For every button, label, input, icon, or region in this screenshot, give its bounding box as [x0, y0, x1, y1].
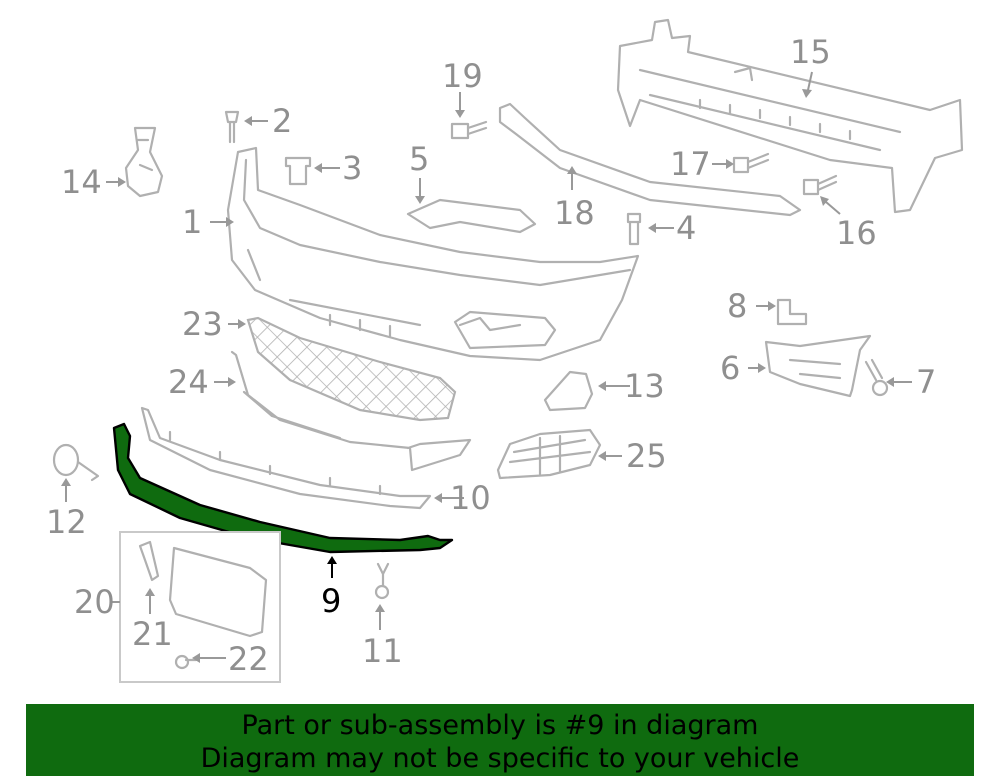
callout-5: 5	[409, 140, 429, 178]
part-7-bolt[interactable]	[864, 358, 889, 397]
callout-22: 22	[228, 640, 269, 678]
callout-20: 20	[74, 583, 115, 621]
callout-2: 2	[272, 102, 292, 140]
callout-17: 17	[670, 145, 711, 183]
callout-21: 21	[132, 615, 173, 653]
callout-10: 10	[450, 479, 491, 517]
callout-19: 19	[442, 57, 483, 95]
part-14-accessory-bag[interactable]	[124, 126, 164, 198]
highlighted-part-9	[112, 422, 454, 554]
part-16-bolt[interactable]	[802, 174, 838, 196]
part-3-clip[interactable]	[284, 156, 312, 186]
banner-line-2: Diagram may not be specific to your vehi…	[200, 743, 800, 774]
part-24-molding[interactable]	[230, 350, 472, 472]
part-25-grille-insert[interactable]	[496, 428, 602, 480]
callout-4: 4	[676, 209, 696, 247]
part-13-fog-cover[interactable]	[543, 370, 594, 412]
part-19-bolt[interactable]	[450, 120, 488, 140]
part-12-tow-cap[interactable]	[52, 443, 100, 482]
part-17-screw[interactable]	[732, 152, 770, 174]
callout-11: 11	[362, 632, 403, 670]
part-23-grille[interactable]	[246, 316, 457, 422]
part-20-license-plate-bracket[interactable]	[168, 546, 268, 638]
callout-18: 18	[554, 194, 595, 232]
part-22-screw[interactable]	[174, 654, 198, 670]
callout-24: 24	[168, 363, 209, 401]
part-5-bracket[interactable]	[406, 198, 537, 234]
callout-16: 16	[836, 214, 877, 252]
part-11-pin[interactable]	[374, 562, 390, 600]
callout-23: 23	[182, 305, 223, 343]
info-banner: Part or sub-assembly is #9 in diagram Di…	[26, 704, 974, 776]
part-15-reinforcement-bar[interactable]	[616, 18, 964, 214]
callouts: 1 2 3 4 5 6 7 8 9 10 11 12 13 14 15 16 1…	[46, 33, 936, 678]
part-2-screw[interactable]	[224, 110, 240, 144]
part-8-clip[interactable]	[776, 298, 808, 326]
part-6-bracket[interactable]	[764, 334, 872, 398]
callout-1: 1	[182, 203, 202, 241]
part-18-energy-absorber[interactable]	[498, 102, 802, 217]
part-1-bumper-cover[interactable]	[226, 146, 640, 362]
callout-12: 12	[46, 503, 87, 541]
callout-8: 8	[727, 287, 747, 325]
callout-15: 15	[790, 33, 831, 71]
part-4-bolt[interactable]	[626, 212, 642, 246]
callout-6: 6	[720, 349, 740, 387]
callout-25: 25	[626, 437, 667, 475]
callout-3: 3	[342, 149, 362, 187]
parts-diagram: 1 2 3 4 5 6 7 8 9 10 11 12 13 14 15 16 1…	[46, 18, 964, 683]
part-9-highlighted-strip[interactable]	[112, 422, 454, 554]
part-21-bracket[interactable]	[138, 540, 160, 582]
leaders	[61, 71, 912, 663]
callout-13: 13	[624, 367, 665, 405]
callout-7: 7	[916, 363, 936, 401]
banner-line-1: Part or sub-assembly is #9 in diagram	[241, 710, 759, 741]
callout-9: 9	[321, 582, 341, 620]
callout-14: 14	[61, 163, 102, 201]
part-10-lower-molding[interactable]	[140, 406, 432, 510]
